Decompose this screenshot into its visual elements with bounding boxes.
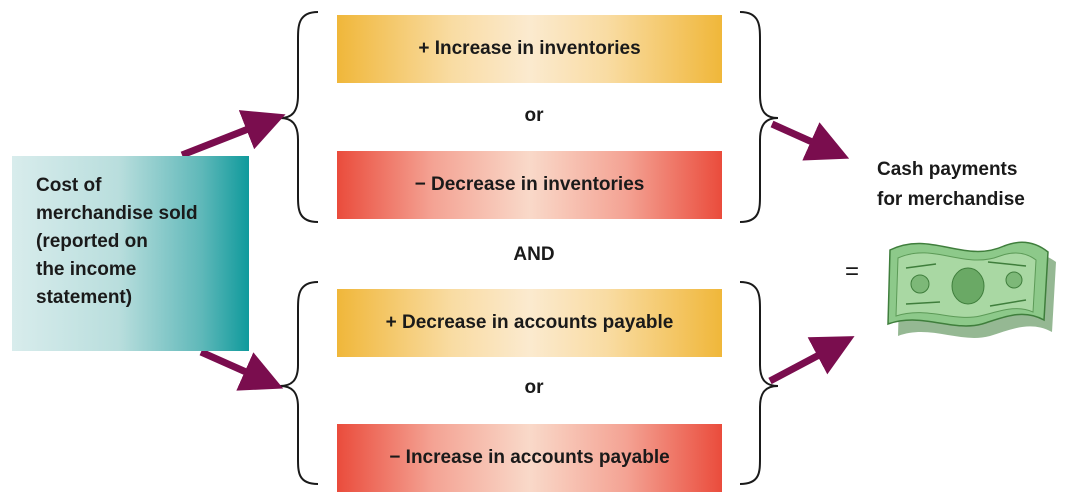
right-brace-bottom — [739, 281, 779, 485]
decrease-in-inventories-box: − Decrease in inventories — [337, 151, 722, 219]
arrow-to-top-group — [180, 110, 286, 159]
top-or-label: or — [524, 105, 544, 126]
increase-in-accounts-payable-box: − Increase in accounts payable — [337, 424, 722, 492]
arrow-top-group-to-result — [770, 120, 850, 161]
equals-sign: = — [845, 258, 860, 285]
bottom-or-label: or — [524, 377, 544, 398]
cost-of-merchandise-sold-box: Cost of merchandise sold (reported on th… — [12, 156, 249, 351]
right-brace-top — [739, 11, 779, 223]
decrease-in-accounts-payable-box: + Decrease in accounts payable — [337, 289, 722, 357]
cost-of-merchandise-sold-label: Cost of merchandise sold (reported on th… — [36, 175, 198, 308]
left-brace-bottom — [279, 281, 319, 485]
cash-payments-label: Cash payments for merchandise — [877, 159, 1025, 210]
dollar-bills-icon — [887, 241, 1056, 338]
and-label: AND — [513, 244, 555, 265]
increase-in-inventories-box: + Increase in inventories — [337, 15, 722, 83]
arrow-bottom-group-to-result — [768, 336, 855, 385]
left-brace-top — [279, 11, 319, 223]
arrow-to-bottom-group — [199, 348, 284, 391]
